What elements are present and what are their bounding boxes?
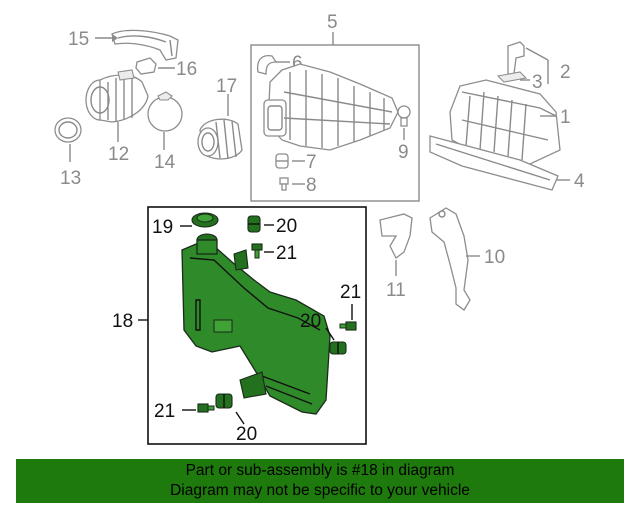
part-20-grommet-right[interactable] <box>329 341 347 355</box>
part-7-grommet[interactable] <box>275 153 289 169</box>
part-11-bracket[interactable] <box>379 213 413 259</box>
part-21-bolt-right[interactable] <box>339 321 357 331</box>
part-9-clip[interactable] <box>397 105 411 127</box>
callout-2: 2 <box>560 62 571 83</box>
leader-20b <box>325 327 335 341</box>
callout-18: 18 <box>112 311 133 332</box>
part-18-resonator-chamber[interactable] <box>181 233 331 415</box>
callout-21c: 21 <box>154 401 175 422</box>
arrow-15 <box>112 34 118 42</box>
callout-11: 11 <box>386 280 406 301</box>
part-19-seal[interactable] <box>191 212 219 228</box>
callout-20a: 20 <box>276 216 297 237</box>
part-12-resonator[interactable] <box>85 69 149 123</box>
part-14-band-clamp[interactable] <box>147 91 183 132</box>
callout-16: 16 <box>176 59 197 80</box>
callout-13: 13 <box>60 168 81 189</box>
leader-20c <box>235 411 245 425</box>
part-15-intake-duct[interactable] <box>111 29 179 61</box>
part-17-hose[interactable] <box>197 118 243 160</box>
callout-4: 4 <box>574 171 585 192</box>
callout-9: 9 <box>398 142 409 163</box>
callout-21b: 21 <box>340 282 361 303</box>
part-20-grommet-top[interactable] <box>247 215 261 233</box>
info-banner: Part or sub-assembly is #18 in diagram D… <box>16 459 624 503</box>
callout-20c: 20 <box>236 424 257 445</box>
callout-3: 3 <box>532 72 543 93</box>
callout-7: 7 <box>306 152 317 173</box>
part-21-bolt-top[interactable] <box>251 243 263 259</box>
banner-line-2: Diagram may not be specific to your vehi… <box>170 482 470 499</box>
callout-19: 19 <box>152 217 173 238</box>
part-20-grommet-bottom[interactable] <box>215 393 233 409</box>
callout-12: 12 <box>108 144 129 165</box>
callout-14: 14 <box>154 152 176 173</box>
callout-20b: 20 <box>300 311 321 332</box>
part-13-clamp[interactable] <box>54 117 82 143</box>
group-box-5 <box>250 44 420 202</box>
banner-line-1: Part or sub-assembly is #18 in diagram <box>185 462 455 479</box>
part-8-bolt[interactable] <box>279 177 289 191</box>
callout-15: 15 <box>68 29 89 50</box>
part-6-hose[interactable] <box>256 54 278 75</box>
part-4-seal[interactable] <box>429 135 559 191</box>
parts-diagram: 15 16 12 13 14 17 5 6 <box>54 12 585 445</box>
part-2-sensor[interactable] <box>496 41 528 83</box>
callout-8: 8 <box>306 175 317 196</box>
callout-10: 10 <box>484 247 505 268</box>
group-box-18 <box>147 206 367 445</box>
leader-2a <box>525 47 549 61</box>
part-21-bolt-bottom[interactable] <box>197 403 215 413</box>
part-5-upper-housing[interactable] <box>263 63 399 151</box>
part-10-bracket[interactable] <box>429 207 471 311</box>
callout-5: 5 <box>327 12 338 33</box>
part-16-clip[interactable] <box>135 57 157 75</box>
callout-6: 6 <box>292 53 303 74</box>
callout-21a: 21 <box>276 243 297 264</box>
callout-17: 17 <box>216 76 237 97</box>
callout-1: 1 <box>560 107 571 128</box>
